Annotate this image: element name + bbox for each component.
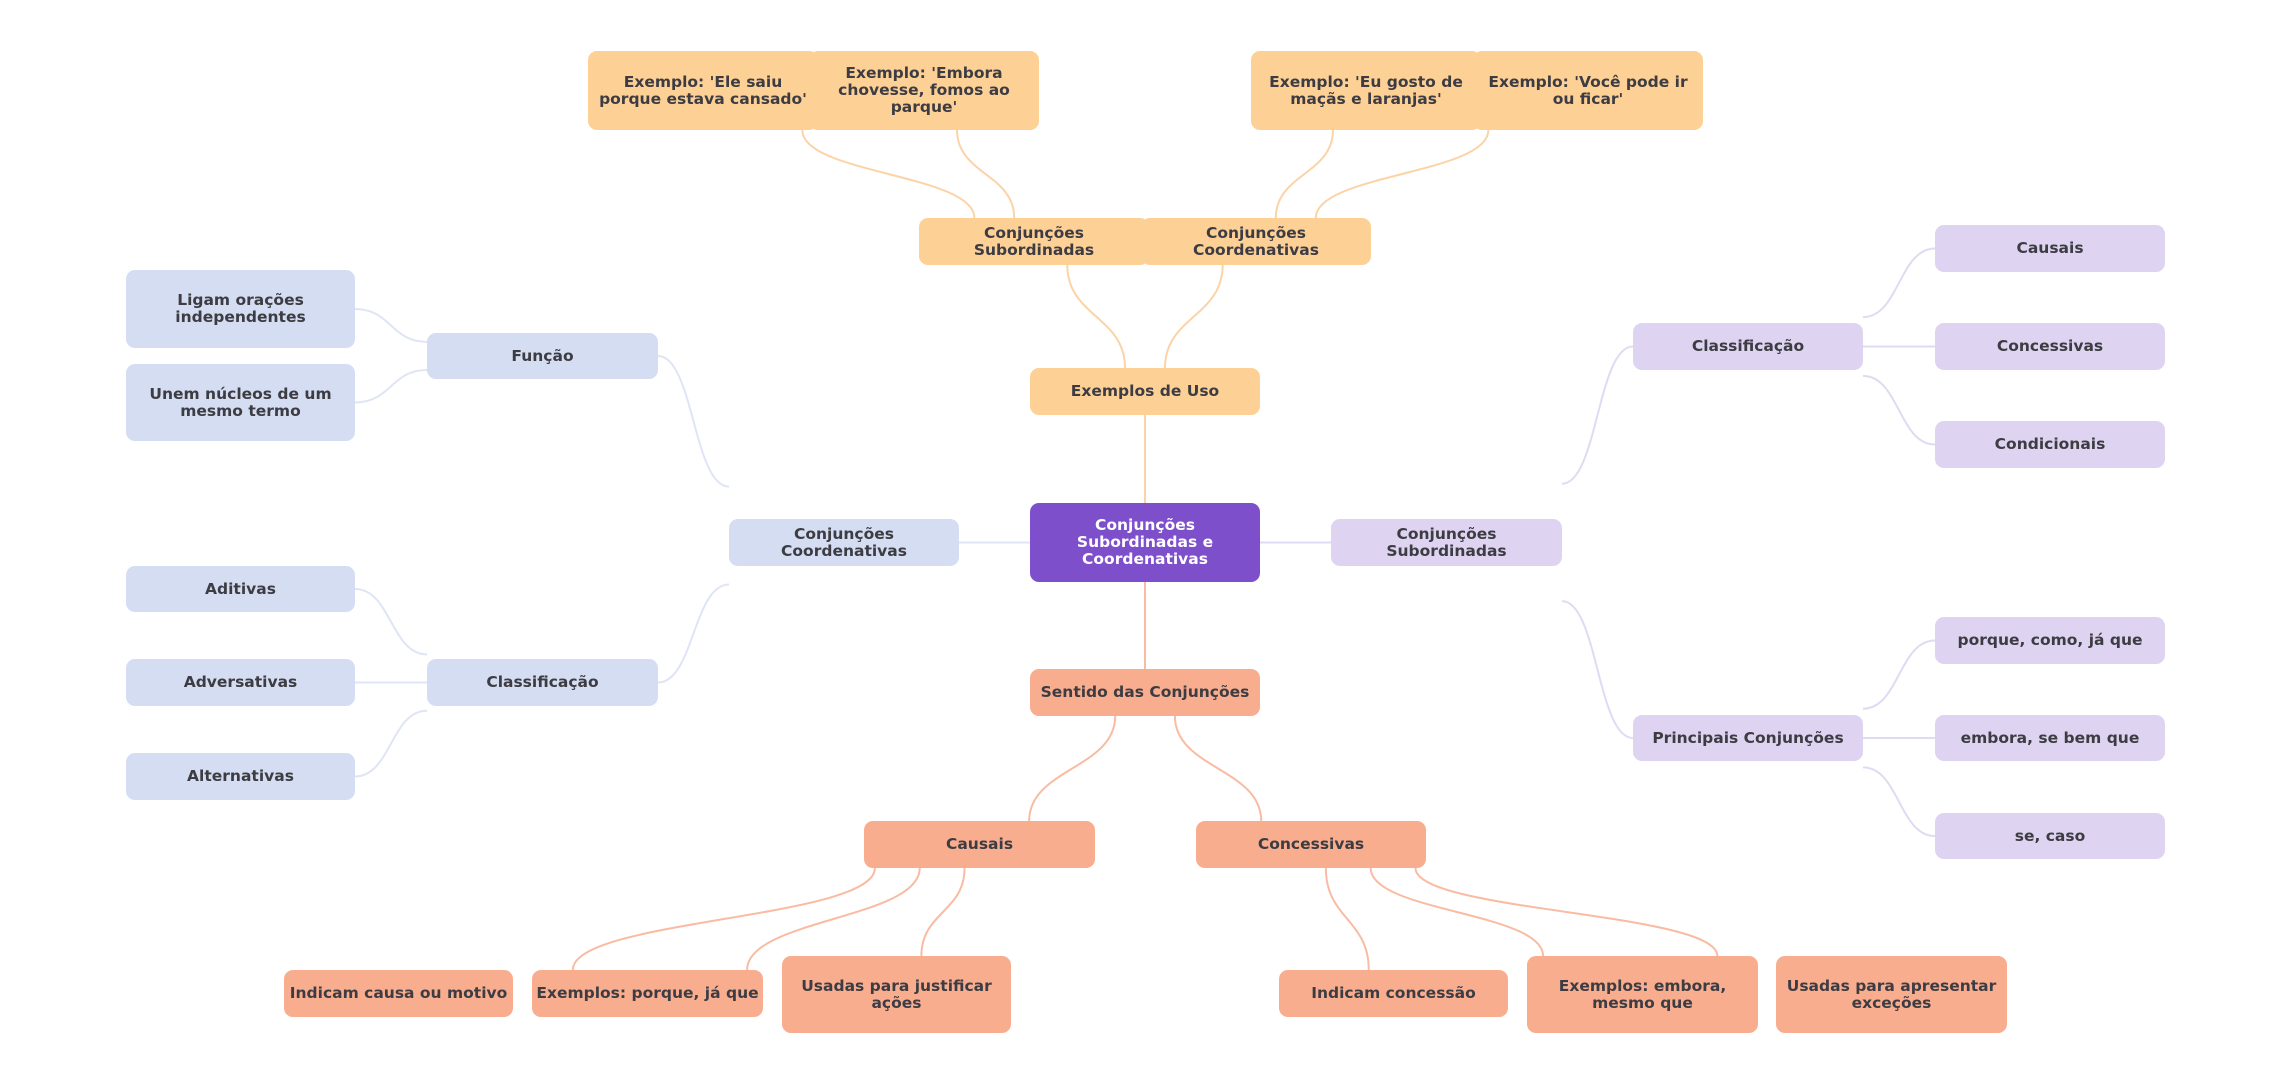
root-node-label: Conjunções Subordinadas e Coordenativas (1076, 516, 1214, 568)
conjuncoes-subordinadas-node[interactable]: Conjunções Subordinadas (1331, 519, 1562, 566)
connector-line (1561, 600, 1634, 739)
example-node[interactable]: Exemplo: 'Eu gosto de maçãs e laranjas' (1251, 51, 1481, 130)
classificacao-child-label: Causais (2016, 239, 2084, 257)
example-label: Exemplo: 'Eu gosto de maçãs e laranjas' (1269, 72, 1463, 108)
exemplos-coordenativas-node[interactable]: Conjunções Coordenativas (1141, 218, 1371, 265)
classificacao-coordenativas-node[interactable]: Classificação (427, 659, 658, 706)
connector-line (1862, 247, 1936, 319)
connector-line (354, 368, 428, 404)
connector-line (354, 709, 428, 778)
classificacao-child-node[interactable]: Alternativas (126, 753, 355, 800)
conjuncoes-coordenativas-node[interactable]: Conjunções Coordenativas (729, 519, 959, 566)
principais-child-node[interactable]: embora, se bem que (1935, 715, 2165, 761)
example-label: Exemplo: 'Embora chovesse, fomos ao parq… (838, 64, 1010, 116)
root-node[interactable]: Conjunções Subordinadas e Coordenativas (1030, 503, 1260, 582)
funcao-child-node[interactable]: Ligam orações independentes (126, 270, 355, 348)
classificacao-child-node[interactable]: Causais (1935, 225, 2165, 272)
example-label: Exemplo: 'Ele saiu porque estava cansado… (599, 72, 807, 108)
example-label: Exemplo: 'Você pode ir ou ficar' (1488, 72, 1688, 108)
exemplos-de-uso-node[interactable]: Exemplos de Uso (1030, 368, 1260, 415)
connector-line (1561, 345, 1634, 485)
conjuncoes-coordenativas-label: Conjunções Coordenativas (781, 524, 907, 560)
exemplos-de-uso-label: Exemplos de Uso (1070, 382, 1220, 400)
classificacao-child-label: Concessivas (1996, 337, 2104, 355)
example-node[interactable]: Exemplo: 'Você pode ir ou ficar' (1473, 51, 1703, 130)
connector-line (1173, 715, 1263, 822)
connector-line (354, 308, 428, 343)
principais-conjuncoes-label: Principais Conjunções (1652, 728, 1844, 747)
conjuncoes-subordinadas-label: Conjunções Subordinadas (1386, 524, 1507, 560)
causais-child-label: Exemplos: porque, já que (536, 984, 759, 1002)
connector-line (1314, 129, 1490, 219)
connector-line (746, 867, 921, 971)
causais-child-label: Indicam causa ou motivo (289, 984, 508, 1002)
classificacao-child-label: Condicionais (1994, 435, 2106, 453)
connector-line (571, 867, 876, 971)
connector-line (1862, 374, 1936, 446)
concessivas-child-label: Indicam concessão (1311, 984, 1476, 1002)
causais-child-node[interactable]: Indicam causa ou motivo (284, 970, 513, 1017)
exemplos-subordinadas-node[interactable]: Conjunções Subordinadas (919, 218, 1149, 265)
classificacao-child-node[interactable]: Concessivas (1935, 323, 2165, 370)
connector-line (1324, 867, 1370, 971)
connector-line (956, 129, 1016, 219)
principais-child-node[interactable]: porque, como, já que (1935, 617, 2165, 664)
causais-child-node[interactable]: Usadas para justificar ações (782, 956, 1011, 1033)
connector-line (1066, 264, 1127, 369)
connector-line (354, 588, 428, 656)
classificacao-child-node[interactable]: Adversativas (126, 659, 355, 706)
classificacao-child-node[interactable]: Aditivas (126, 566, 355, 612)
exemplos-subordinadas-label: Conjunções Subordinadas (973, 223, 1095, 259)
classificacao-label: Classificação (486, 673, 599, 691)
funcao-child-label: Ligam orações independentes (175, 291, 306, 326)
causais-child-node[interactable]: Exemplos: porque, já que (532, 970, 763, 1017)
classificacao-child-node[interactable]: Condicionais (1935, 421, 2165, 468)
concessivas-child-label: Usadas para apresentar exceções (1786, 976, 1997, 1012)
concessivas-child-node[interactable]: Indicam concessão (1279, 970, 1508, 1017)
causais-label: Causais (945, 835, 1014, 853)
connector-line (1028, 715, 1117, 822)
connector-line (657, 355, 730, 488)
connector-line (801, 129, 976, 219)
classificacao-label: Classificação (1691, 337, 1805, 355)
sentido-label: Sentido das Conjunções (1040, 683, 1250, 701)
principais-child-label: se, caso (2014, 826, 2086, 845)
example-node[interactable]: Exemplo: 'Ele saiu porque estava cansado… (588, 51, 818, 130)
concessivas-child-node[interactable]: Exemplos: embora, mesmo que (1527, 956, 1758, 1033)
connector-line (1369, 867, 1545, 957)
example-node[interactable]: Exemplo: 'Embora chovesse, fomos ao parq… (809, 51, 1039, 130)
causais-node[interactable]: Causais (864, 821, 1095, 868)
connector-line (1862, 766, 1936, 837)
connector-line (1163, 264, 1224, 369)
principais-conjuncoes-node[interactable]: Principais Conjunções (1633, 715, 1863, 761)
principais-child-label: porque, como, já que (1957, 631, 2143, 649)
sentido-das-conjuncoes-node[interactable]: Sentido das Conjunções (1030, 669, 1260, 716)
funcao-child-label: Unem núcleos de um mesmo termo (149, 384, 332, 420)
classificacao-child-label: Adversativas (183, 673, 298, 691)
classificacao-child-label: Aditivas (205, 579, 276, 598)
connector-line (657, 583, 730, 684)
principais-child-label: embora, se bem que (1960, 728, 2140, 747)
funcao-child-node[interactable]: Unem núcleos de um mesmo termo (126, 364, 355, 441)
principais-child-node[interactable]: se, caso (1935, 813, 2165, 859)
concessivas-node[interactable]: Concessivas (1196, 821, 1426, 868)
connector-line (1862, 639, 1936, 710)
funcao-node[interactable]: Função (427, 333, 658, 379)
concessivas-child-label: Exemplos: embora, mesmo que (1558, 976, 1727, 1012)
concessivas-label: Concessivas (1257, 835, 1365, 853)
connector-line (1414, 867, 1719, 957)
connector-line (1274, 129, 1334, 219)
funcao-label: Função (511, 346, 574, 365)
classificacao-subordinadas-node[interactable]: Classificação (1633, 323, 1863, 370)
exemplos-coordenativas-label: Conjunções Coordenativas (1193, 223, 1319, 259)
concessivas-child-node[interactable]: Usadas para apresentar exceções (1776, 956, 2007, 1033)
causais-child-label: Usadas para justificar ações (801, 976, 992, 1012)
classificacao-child-label: Alternativas (187, 767, 294, 785)
connector-line (920, 867, 966, 957)
